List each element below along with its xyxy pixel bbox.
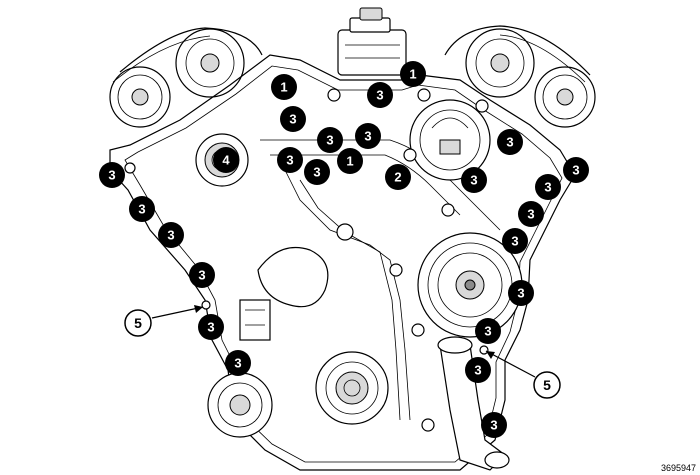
- svg-text:3: 3: [376, 88, 383, 103]
- callout-3: 3: [465, 357, 491, 383]
- callout-3: 3: [158, 222, 184, 248]
- reference-5-left: 5: [124, 309, 152, 337]
- callouts: 1 1 1 2 3 3 3 3 3 3 3 3 3 3 3 3 3 3 3 3 …: [99, 61, 589, 438]
- callout-4: 4: [213, 147, 239, 173]
- callout-3: 3: [304, 159, 330, 185]
- svg-text:3: 3: [198, 268, 205, 283]
- svg-text:3: 3: [511, 234, 518, 249]
- left-cam-sprockets: [109, 27, 263, 128]
- callout-3: 3: [277, 147, 303, 173]
- callout-3: 3: [481, 412, 507, 438]
- callout-3: 3: [355, 123, 381, 149]
- callout-3: 3: [508, 280, 534, 306]
- svg-text:3: 3: [289, 112, 296, 127]
- water-pump: [417, 232, 523, 338]
- bolt-holes: [124, 88, 489, 432]
- reference-leaders: [151, 305, 536, 378]
- svg-text:3: 3: [326, 133, 333, 148]
- callout-3: 3: [497, 129, 523, 155]
- svg-text:3: 3: [572, 163, 579, 178]
- svg-text:3: 3: [474, 363, 481, 378]
- upper-housing: [409, 99, 491, 181]
- callout-3: 3: [367, 82, 393, 108]
- svg-text:3: 3: [286, 153, 293, 168]
- reference-5-right: 5: [533, 371, 561, 399]
- callout-3: 3: [475, 318, 501, 344]
- svg-text:3: 3: [364, 129, 371, 144]
- svg-text:2: 2: [394, 170, 401, 185]
- svg-text:4: 4: [222, 153, 230, 168]
- svg-text:3: 3: [167, 228, 174, 243]
- callout-3: 3: [198, 314, 224, 340]
- svg-text:3: 3: [506, 135, 513, 150]
- callout-3: 3: [461, 167, 487, 193]
- callout-1: 1: [271, 74, 297, 100]
- oil-pickup: [239, 246, 329, 341]
- crank-seal-bore: [315, 351, 389, 425]
- svg-text:3: 3: [484, 324, 491, 339]
- svg-text:3: 3: [108, 168, 115, 183]
- right-cam-sprockets: [444, 25, 596, 128]
- callout-1: 1: [337, 148, 363, 174]
- svg-text:5: 5: [543, 377, 551, 393]
- callout-3: 3: [518, 201, 544, 227]
- callout-3: 3: [317, 127, 343, 153]
- svg-text:3: 3: [544, 180, 551, 195]
- svg-text:3: 3: [234, 356, 241, 371]
- svg-text:3: 3: [313, 165, 320, 180]
- svg-text:3: 3: [517, 286, 524, 301]
- callout-3: 3: [129, 196, 155, 222]
- reference-markers: 5 5: [124, 309, 561, 399]
- callout-3: 3: [280, 106, 306, 132]
- svg-text:1: 1: [346, 154, 353, 169]
- svg-text:3: 3: [207, 320, 214, 335]
- callout-3: 3: [189, 262, 215, 288]
- callout-3: 3: [535, 174, 561, 200]
- svg-text:3: 3: [138, 202, 145, 217]
- coolant-outlet: [437, 336, 510, 471]
- oil-pump: [207, 372, 273, 438]
- svg-text:3: 3: [490, 418, 497, 433]
- figure-id: 3695947: [660, 463, 696, 473]
- callout-3: 3: [225, 350, 251, 376]
- svg-text:3: 3: [470, 173, 477, 188]
- callout-3: 3: [502, 228, 528, 254]
- callout-3: 3: [563, 157, 589, 183]
- callout-1: 1: [400, 61, 426, 87]
- callout-3: 3: [99, 162, 125, 188]
- svg-text:3: 3: [527, 207, 534, 222]
- oil-filter-housing: [337, 7, 407, 76]
- svg-text:5: 5: [134, 315, 142, 331]
- callout-2: 2: [385, 164, 411, 190]
- svg-text:1: 1: [280, 80, 287, 95]
- svg-text:1: 1: [409, 67, 416, 82]
